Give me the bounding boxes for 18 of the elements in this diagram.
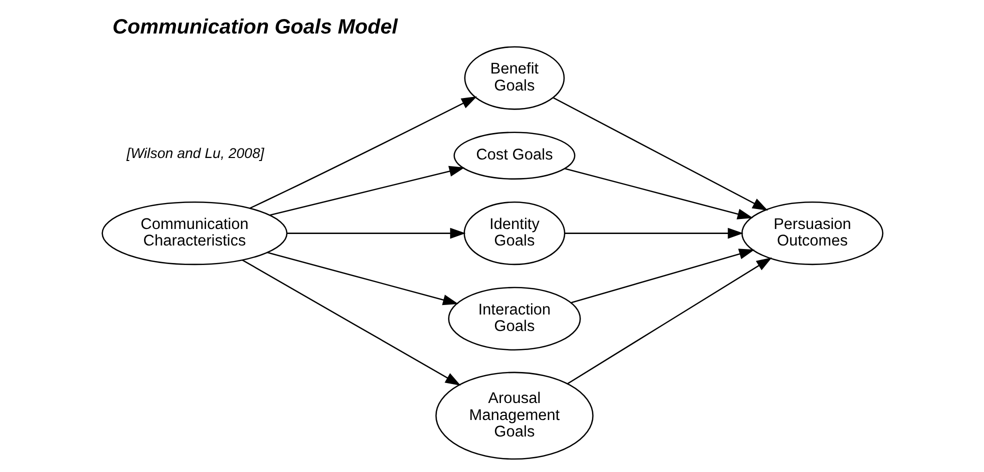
arrow [564, 228, 743, 239]
diagram-title: Communication Goals Model [112, 16, 398, 39]
node-ellipse: Interaction Goals [448, 286, 580, 350]
arrow [249, 96, 477, 209]
node-ellipse: Identity Goals [463, 202, 565, 266]
label: [Wilson and Lu, 2008] [126, 146, 264, 162]
node-ellipse: Benefit Goals [464, 46, 564, 110]
arrow [566, 257, 772, 384]
arrow [552, 97, 768, 211]
arrow [269, 166, 464, 216]
node-ellipse: Cost Goals [453, 132, 575, 180]
arrow [570, 248, 754, 304]
arrow [286, 228, 466, 239]
arrow [564, 168, 753, 220]
arrow [242, 259, 460, 386]
node-ellipse: Persuasion Outcomes [740, 202, 883, 266]
arrow [266, 252, 458, 306]
node-ellipse: Communication Characteristics [101, 202, 288, 266]
